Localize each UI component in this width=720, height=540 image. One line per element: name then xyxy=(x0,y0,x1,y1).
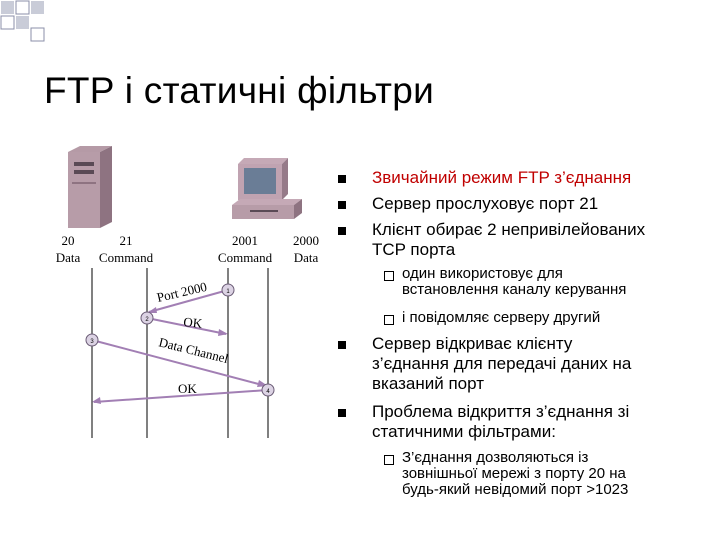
message-label-ok: OK xyxy=(183,314,204,331)
server-icon xyxy=(68,146,112,228)
svg-text:3: 3 xyxy=(90,339,94,345)
bullet-text: Сервер відкриває клієнту з’єднання для п… xyxy=(372,334,632,393)
column-label-number: 21 xyxy=(120,233,133,248)
step-marker: 4 xyxy=(261,383,275,397)
subbullet-text: один використовує для встановлення канал… xyxy=(402,265,627,298)
svg-text:2: 2 xyxy=(145,317,149,323)
subbullet-marker xyxy=(384,455,394,465)
corner-decoration xyxy=(0,0,45,42)
column-label-name: Data xyxy=(294,250,319,265)
subbullet-item: З’єднання дозволяються із зовнішньої мер… xyxy=(384,450,628,498)
step-marker: 2 xyxy=(140,311,154,325)
workstation-icon xyxy=(232,158,302,219)
bullet-item: Сервер відкриває клієнту з’єднання для п… xyxy=(338,334,631,393)
column-label-name: Command xyxy=(99,250,154,265)
subbullet-item: один використовує для встановлення канал… xyxy=(384,266,626,298)
bullet-item: Клієнт обирає 2 непривілейованих TCP пор… xyxy=(338,220,645,259)
column-label-name: Data xyxy=(56,250,81,265)
bullet-marker xyxy=(338,341,346,349)
column-label-number: 2001 xyxy=(232,233,258,248)
subbullet-item: і повідомляє серверу другий xyxy=(384,310,600,326)
slide-title: FTP і статичні фільтри xyxy=(44,70,435,111)
bullet-marker xyxy=(338,227,346,235)
bullet-item: Звичайний режим FTP з’єднання xyxy=(338,168,631,187)
bullet-text: Сервер прослуховує порт 21 xyxy=(372,194,599,213)
bullet-text: Проблема відкриття з’єднання зі статични… xyxy=(372,402,630,441)
subbullet-text: З’єднання дозволяються із зовнішньої мер… xyxy=(402,449,629,498)
svg-text:1: 1 xyxy=(226,289,230,295)
bullet-marker xyxy=(338,201,346,209)
bullet-marker xyxy=(338,409,346,417)
message-arrow-data-channel xyxy=(91,339,267,387)
column-label-name: Command xyxy=(218,250,273,265)
message-arrow-port xyxy=(148,289,229,313)
bullet-item: Проблема відкриття з’єднання зі статични… xyxy=(338,402,629,441)
bullet-text: Звичайний режим FTP з’єднання xyxy=(372,168,632,187)
ftp-diagram: 20 Data 21 Command 2001 Command 2000 Dat… xyxy=(56,146,319,438)
message-label-data-channel: Data Channel xyxy=(157,334,230,366)
message-arrow-ok-return xyxy=(93,389,269,403)
step-marker: 3 xyxy=(85,333,99,347)
subbullet-text: і повідомляє серверу другий xyxy=(402,309,601,326)
bullet-marker xyxy=(338,175,346,183)
column-label-number: 20 xyxy=(62,233,75,248)
message-label-port: Port 2000 xyxy=(155,279,208,305)
message-label-ok-return: OK xyxy=(178,381,197,396)
svg-text:4: 4 xyxy=(266,389,270,395)
column-label-number: 2000 xyxy=(293,233,319,248)
step-marker: 1 xyxy=(221,283,235,297)
bullet-item: Сервер прослуховує порт 21 xyxy=(338,194,598,213)
message-arrow-ok xyxy=(146,317,227,335)
subbullet-marker xyxy=(384,271,394,281)
subbullet-marker xyxy=(384,315,394,325)
bullet-text: Клієнт обирає 2 непривілейованих TCP пор… xyxy=(372,220,646,259)
